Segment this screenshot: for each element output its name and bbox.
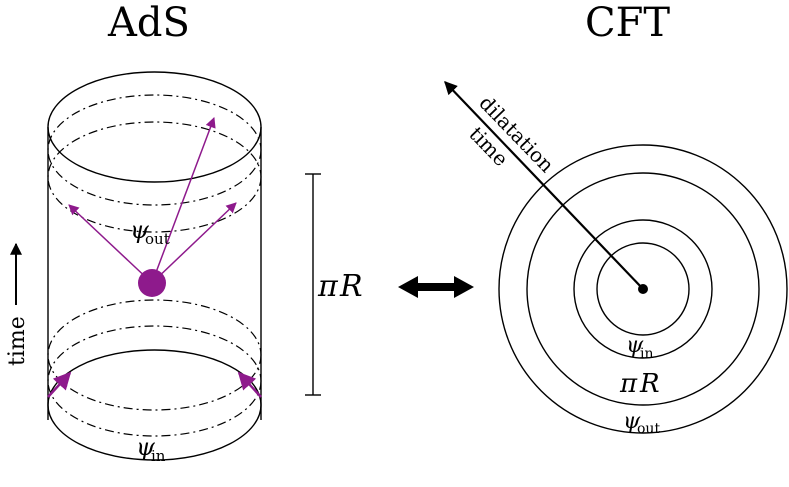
psi-out-arrow-right — [151, 202, 237, 284]
svg-text:π: π — [317, 269, 339, 304]
psi-in-arrow-right — [237, 371, 262, 398]
cft-panel: CFT dilatation time ψ in π R ψ out — [444, 0, 788, 437]
svg-text:ψ: ψ — [136, 433, 156, 461]
svg-text:ψ: ψ — [130, 216, 150, 244]
middle-panel: π R — [305, 173, 474, 396]
duality-double-arrow — [398, 276, 474, 298]
top-boundary-ellipse — [47, 71, 262, 183]
psi-in-arrow-left — [47, 371, 72, 398]
svg-text:in: in — [151, 447, 166, 465]
cft-pi-r-label: π R — [619, 369, 660, 399]
dilatation-arrow — [444, 81, 644, 290]
svg-text:R: R — [639, 369, 660, 399]
ads-panel: AdS ψ out ψ in — [5, 0, 262, 465]
slice-lower-2 — [47, 325, 262, 437]
cft-title: CFT — [585, 0, 670, 46]
svg-text:π: π — [619, 369, 638, 399]
svg-text:ψ: ψ — [623, 409, 641, 434]
ads-title: AdS — [107, 0, 190, 46]
slice-lower-1 — [47, 299, 262, 411]
psi-out-arrow-left — [68, 204, 153, 284]
circle-outer — [498, 144, 788, 434]
middle-pi-r-label: π R — [317, 269, 363, 304]
svg-text:out: out — [637, 421, 660, 437]
cft-psi-in-label: ψ in — [626, 333, 654, 362]
bottom-boundary-ellipse — [47, 349, 262, 461]
circle-inner — [596, 242, 690, 336]
svg-text:out: out — [145, 230, 170, 248]
slice-upper-1 — [47, 94, 262, 206]
svg-text:R: R — [339, 269, 363, 304]
ads-psi-out-label: ψ out — [130, 216, 170, 248]
svg-text:in: in — [640, 346, 654, 362]
svg-text:ψ: ψ — [626, 333, 644, 358]
slice-upper-2 — [47, 121, 262, 233]
ads-psi-in-label: ψ in — [136, 433, 166, 465]
cft-psi-out-label: ψ out — [623, 409, 660, 437]
time-axis: time — [5, 242, 30, 366]
time-axis-label: time — [5, 316, 30, 366]
circle-medium — [573, 219, 713, 359]
circle-large — [526, 172, 760, 406]
psi-out-arrow-up — [151, 117, 216, 284]
